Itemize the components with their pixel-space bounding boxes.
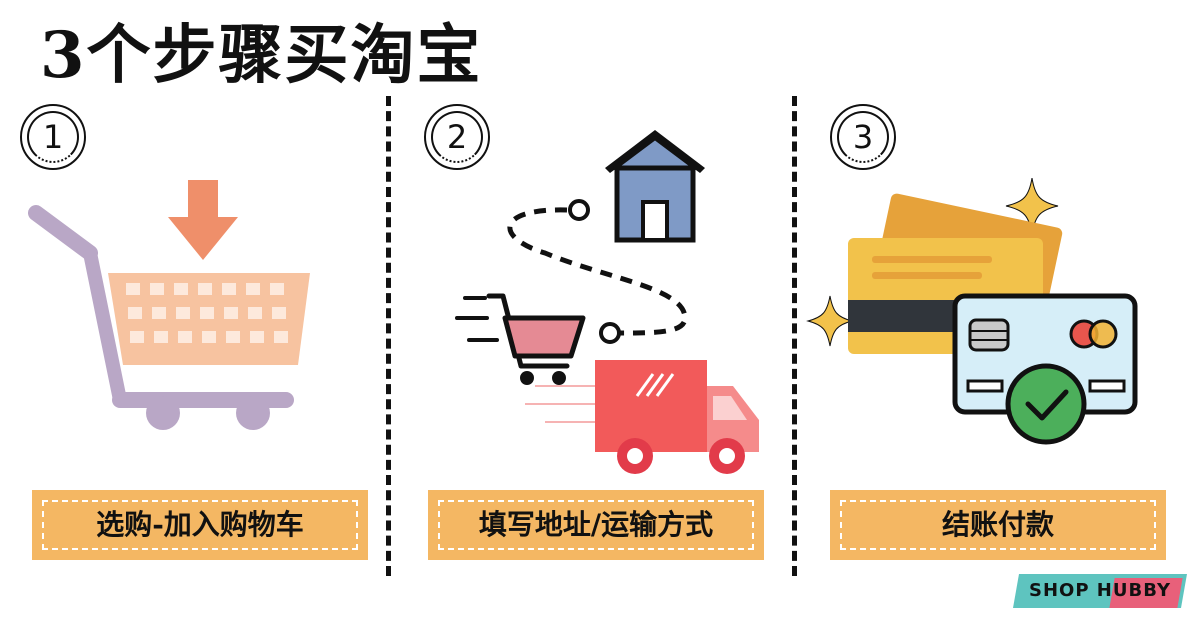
step-3-label: 结账付款 (941, 508, 1054, 541)
divider-2 (792, 96, 797, 576)
step-2-label: 填写地址/运输方式 (478, 508, 714, 541)
step-3-number-badge: 3 (830, 104, 896, 170)
credit-card-payment-icon (806, 178, 1138, 445)
divider-1 (386, 96, 391, 576)
shopping-cart-icon (28, 180, 310, 430)
step-2-number-badge: 2 (424, 104, 490, 170)
step-1-label-box: 选购-加入购物车 (32, 490, 368, 560)
step-2-label-box: 填写地址/运输方式 (428, 490, 764, 560)
page-title: 3个步骤买淘宝 (40, 18, 483, 93)
delivery-route-icon (455, 130, 759, 474)
shop-hubby-logo: SHOP HUBBY (1013, 570, 1187, 614)
step-1-number: 1 (42, 118, 64, 156)
brand-text: SHOP HUBBY (1029, 580, 1171, 601)
step-3-number: 3 (852, 118, 874, 156)
step-3-label-box: 结账付款 (830, 490, 1166, 560)
step-1-number-badge: 1 (20, 104, 86, 170)
step-1-label: 选购-加入购物车 (96, 508, 304, 541)
